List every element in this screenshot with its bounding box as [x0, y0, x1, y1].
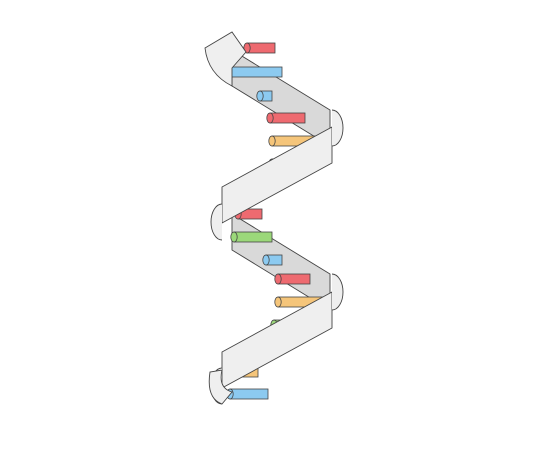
base-cylinder-body: [269, 112, 306, 124]
base-pair-rung: [256, 90, 273, 102]
ribbon-fold-left: [210, 203, 223, 241]
base-cylinder-end: [268, 135, 276, 147]
base-cylinder-body: [233, 231, 273, 243]
base-pair-rung: [274, 273, 311, 285]
base-pair-rung: [230, 231, 273, 243]
base-pair-rung: [243, 42, 276, 54]
front-ribbon-bottom: [208, 369, 233, 405]
base-cylinder-end: [230, 231, 238, 243]
helix-ribbon-front: [204, 31, 344, 405]
base-pair-rung: [266, 112, 306, 124]
base-cylinder-end: [262, 254, 270, 266]
base-cylinder-end: [274, 273, 282, 285]
base-cylinder-body: [226, 66, 283, 78]
base-pair-rung: [223, 66, 283, 78]
back-ribbon-segment: [231, 49, 331, 147]
base-cylinder-body: [229, 388, 269, 400]
ribbon-fold-right: [331, 273, 344, 311]
base-cylinder-end: [256, 90, 264, 102]
base-pair-rung: [226, 388, 269, 400]
base-pair-rung: [262, 254, 283, 266]
base-cylinder-end: [266, 112, 274, 124]
ribbon-fold-right: [331, 109, 344, 147]
base-cylinder-body: [246, 42, 276, 54]
front-ribbon-top: [204, 31, 247, 87]
base-cylinder-body: [277, 273, 311, 285]
base-cylinder-end: [274, 296, 282, 308]
